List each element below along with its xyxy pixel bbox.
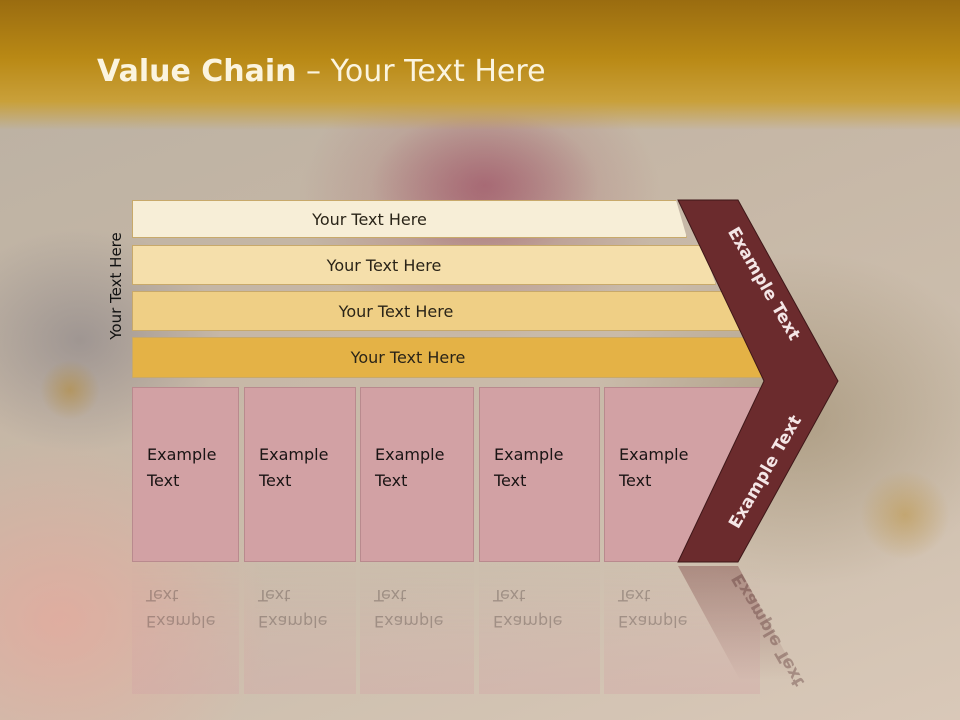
column-5-text: Example Text: [619, 445, 689, 490]
ornament-decoration: [40, 360, 100, 420]
chevron-reflection: [678, 566, 800, 680]
column-3: Example Text: [360, 387, 474, 562]
title-rest: – Your Text Here: [296, 54, 546, 89]
title-bold: Value Chain: [97, 54, 297, 89]
bar-4: Your Text Here: [132, 337, 764, 378]
bar-1: Your Text Here: [132, 200, 687, 238]
header-band: [0, 0, 960, 130]
bar-1-label: Your Text Here: [312, 209, 427, 229]
column-3-text: Example Text: [375, 445, 445, 490]
bar-2-label: Your Text Here: [326, 255, 442, 275]
bar-3: Your Text Here: [132, 291, 740, 331]
column-4-text: Example Text: [494, 445, 564, 490]
page-title: Value Chain – Your Text Here: [97, 54, 546, 89]
bar-2: Your Text Here: [132, 245, 716, 285]
ornament-decoration: [860, 470, 950, 560]
column-1-text: Example Text: [147, 445, 217, 490]
column-2: Example Text: [244, 387, 356, 562]
bar-4-label: Your Text Here: [350, 348, 466, 367]
column-4: Example Text: [479, 387, 600, 562]
column-2-text: Example Text: [259, 445, 329, 490]
chevron-shape: [677, 199, 839, 563]
bar-3-label: Your Text Here: [338, 301, 454, 321]
column-1: Example Text: [132, 387, 239, 562]
